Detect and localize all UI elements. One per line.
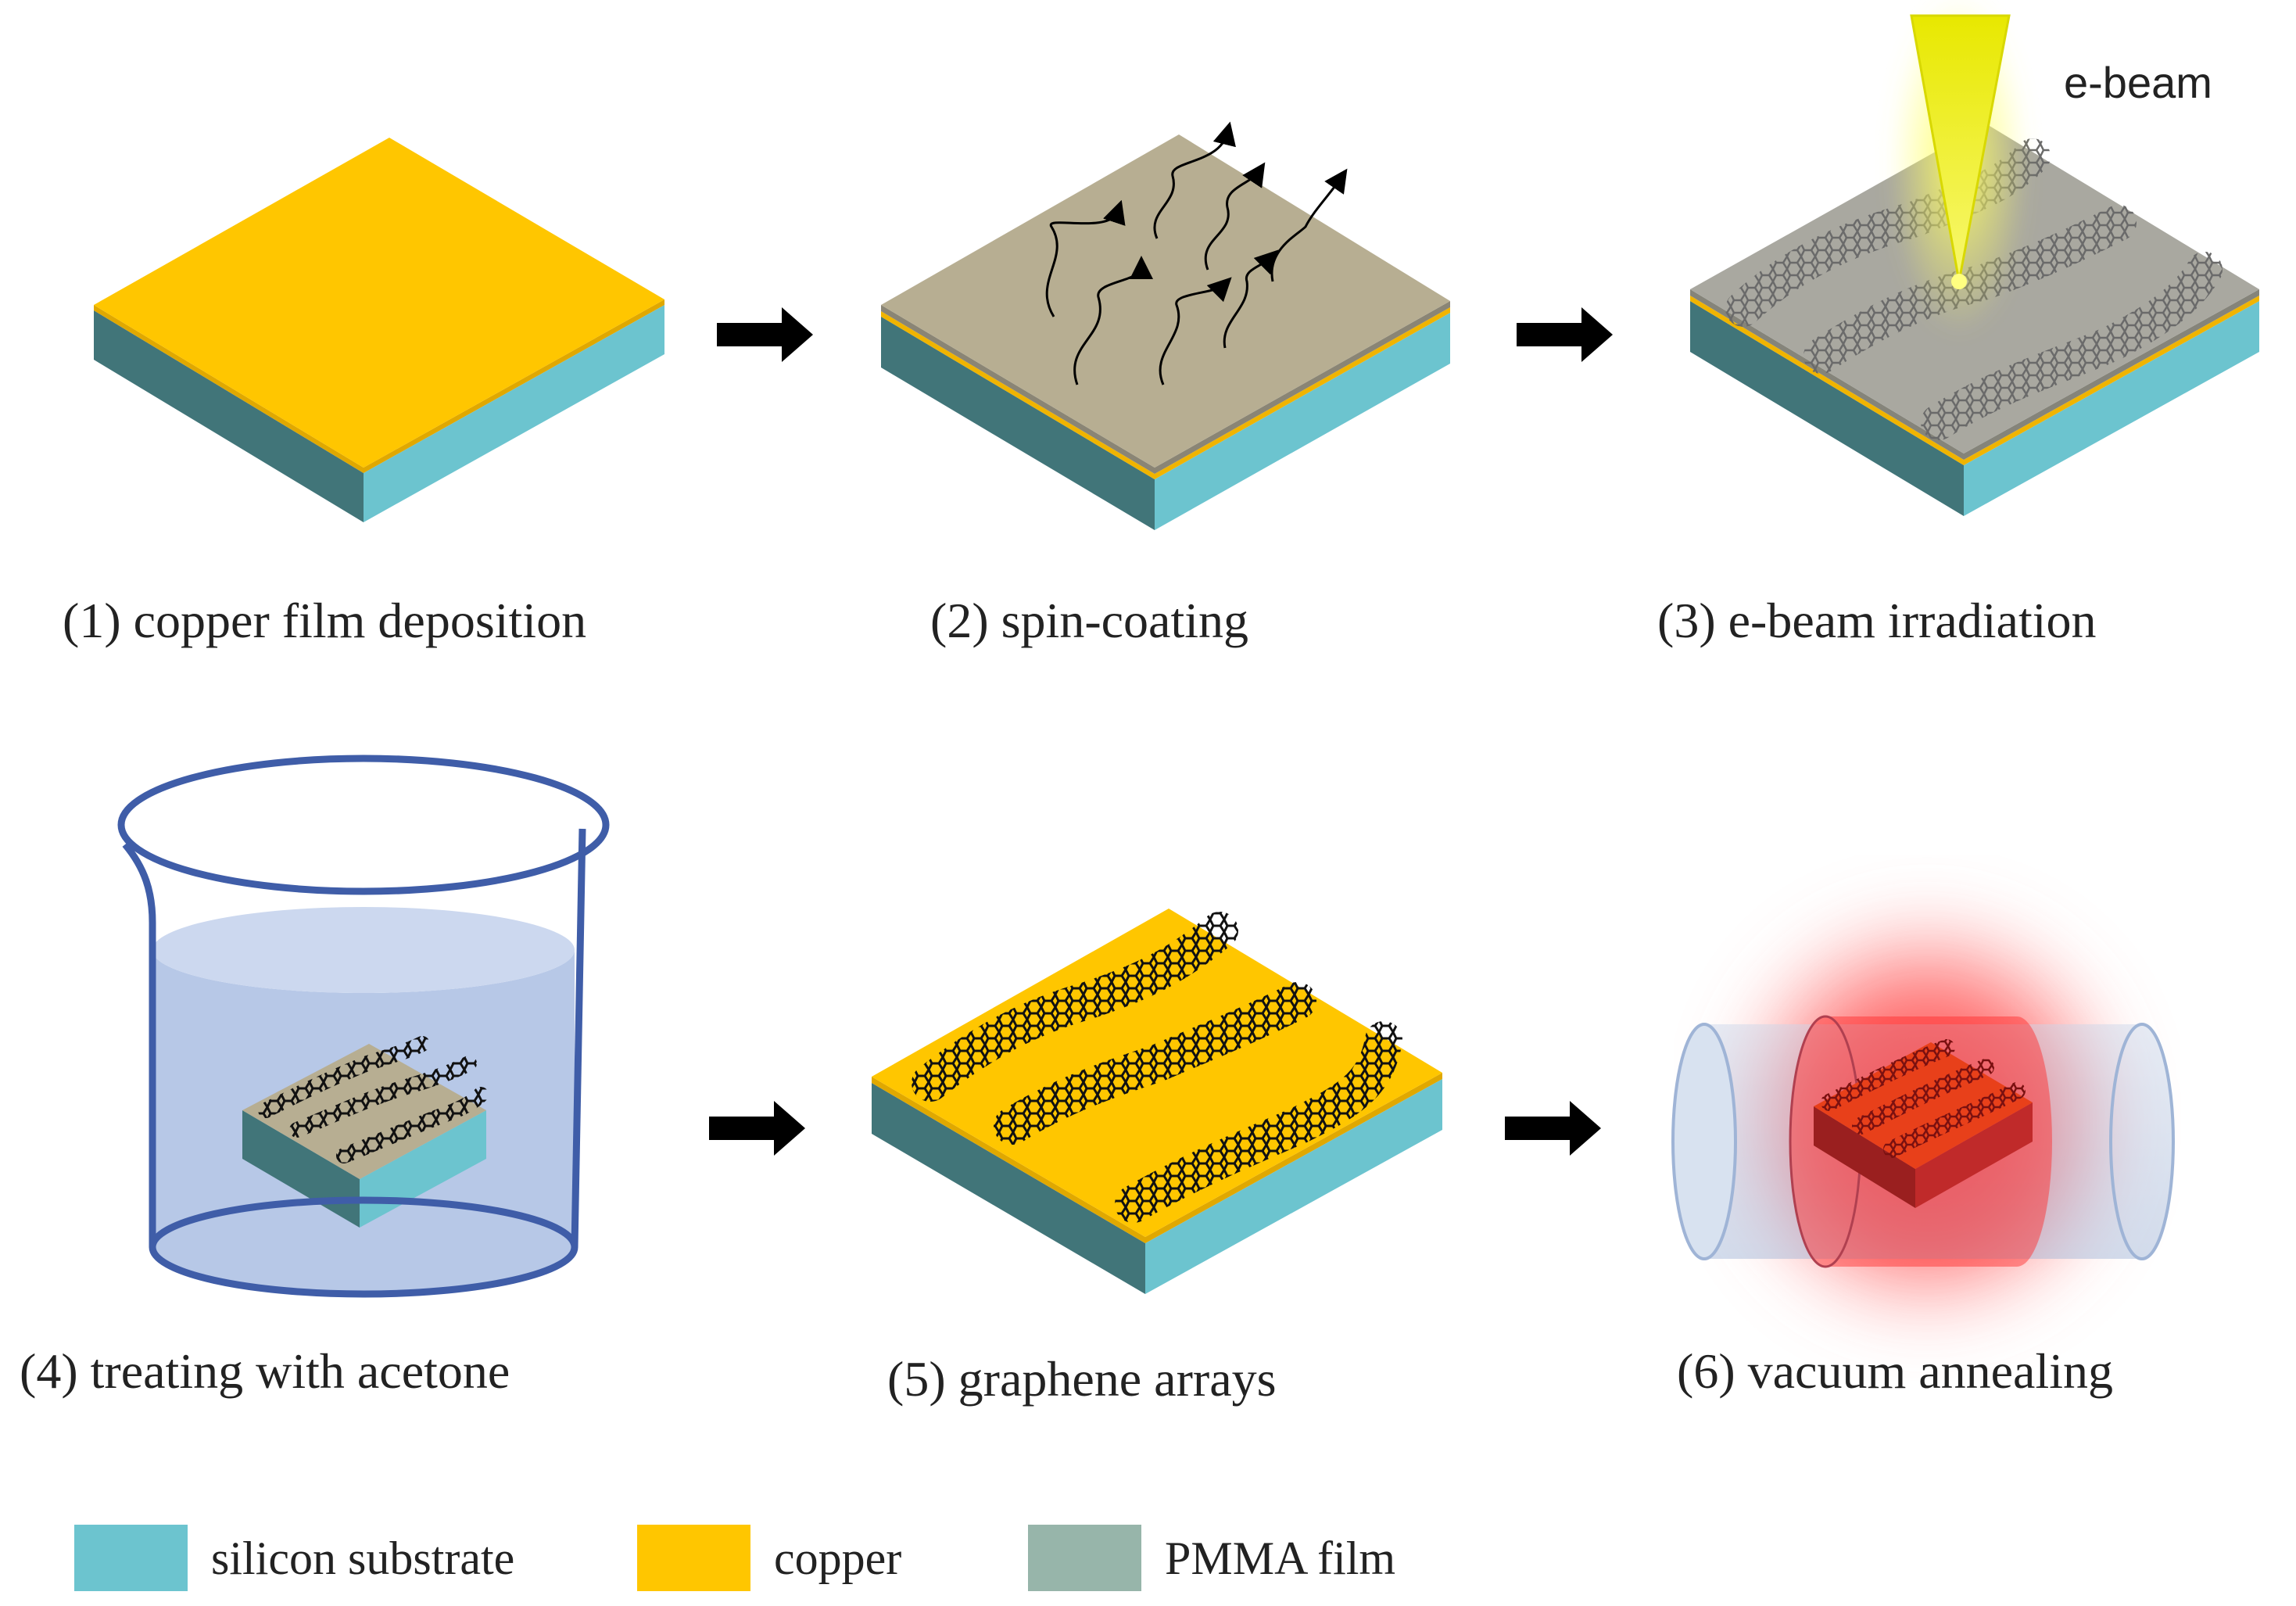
pmma-top bbox=[881, 134, 1450, 468]
legend-swatch-pmma bbox=[1028, 1525, 1141, 1591]
tube-right-end bbox=[2109, 1023, 2175, 1260]
step-3-wafer bbox=[1690, 0, 2259, 516]
legend-label-pmma: PMMA film bbox=[1165, 1533, 1395, 1584]
step-6-furnace bbox=[1671, 899, 2175, 1337]
legend-swatch-copper bbox=[637, 1525, 750, 1591]
beaker-left-wall bbox=[122, 842, 156, 1247]
ebeam-cone bbox=[1889, 0, 2029, 336]
step-2-wafer bbox=[881, 121, 1450, 530]
process-arrow-1 bbox=[717, 307, 813, 362]
step-5-wafer bbox=[872, 909, 1442, 1294]
beaker-rim bbox=[117, 755, 610, 895]
beaker-right-wall bbox=[571, 828, 586, 1248]
legend: silicon substrate copper PMMA film bbox=[74, 1525, 1395, 1591]
step-3-label: (3) e-beam irradiation bbox=[1657, 593, 2097, 648]
legend-label-copper: copper bbox=[774, 1533, 901, 1584]
wafer-left-side bbox=[872, 1083, 1145, 1294]
ebeam-label: e-beam bbox=[2064, 58, 2212, 107]
tube-left-end bbox=[1671, 1023, 1737, 1260]
annealed-sample bbox=[1814, 1039, 2033, 1208]
wafer-left-side bbox=[94, 310, 364, 522]
step-1-label: (1) copper film deposition bbox=[63, 593, 586, 648]
step-4-label: (4) treating with acetone bbox=[20, 1343, 510, 1399]
step-1-wafer bbox=[94, 138, 664, 522]
graphene-stripes bbox=[912, 912, 1402, 1223]
process-arrow-2 bbox=[1517, 307, 1613, 362]
process-arrow-3 bbox=[709, 1101, 805, 1156]
copper-top bbox=[94, 138, 664, 468]
step-4-beaker bbox=[117, 755, 610, 1298]
step-5-label: (5) graphene arrays bbox=[887, 1351, 1277, 1407]
step-2-label: (2) spin-coating bbox=[930, 593, 1248, 648]
legend-label-silicon: silicon substrate bbox=[211, 1533, 514, 1584]
wafer-left-side bbox=[1690, 301, 1964, 516]
wafer-right-side bbox=[364, 305, 664, 522]
legend-swatch-silicon bbox=[74, 1525, 188, 1591]
evaporation-arrows bbox=[1045, 121, 1348, 385]
step-6-label: (6) vacuum annealing bbox=[1677, 1343, 2113, 1399]
wafer-right-side bbox=[1964, 301, 2259, 516]
process-arrow-4 bbox=[1505, 1101, 1601, 1156]
wafer-left-side bbox=[881, 317, 1155, 530]
wafer-right-side bbox=[1145, 1079, 1442, 1294]
wafer-right-side bbox=[1155, 313, 1450, 530]
acetone-surface bbox=[152, 907, 575, 993]
